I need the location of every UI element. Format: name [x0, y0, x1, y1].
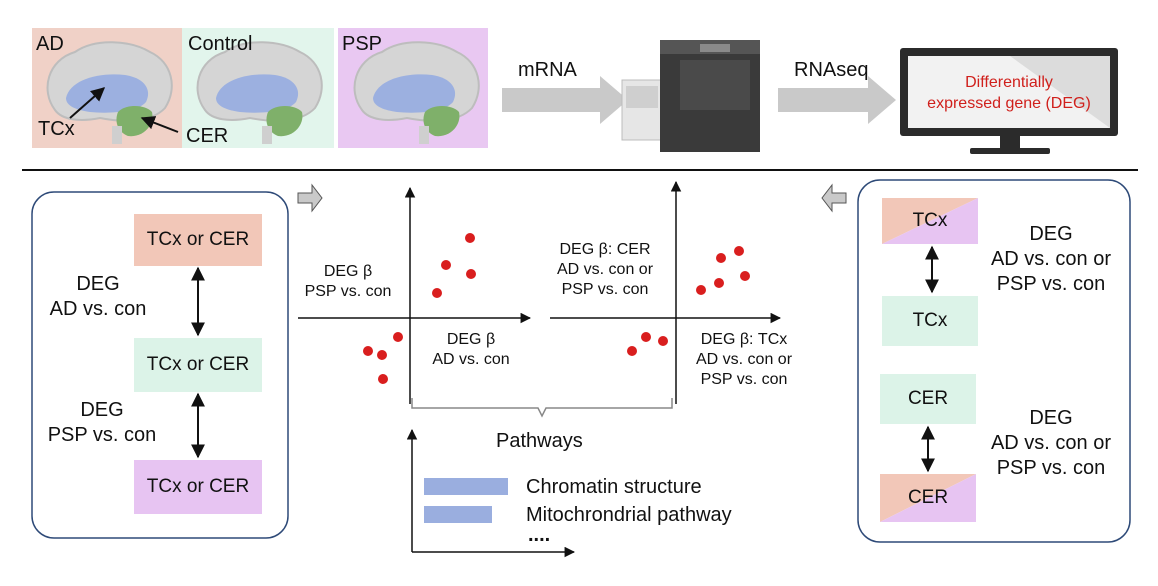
right-box2: TCx [912, 310, 948, 331]
monitor-icon [900, 48, 1118, 154]
monitor-text-line1: Differentially [965, 74, 1053, 91]
right-box3: CER [907, 388, 949, 409]
scatter1-point [393, 332, 403, 342]
scatter2-xlabel-line3: PSP vs. con [700, 371, 788, 388]
left-box-top: TCx or CER [146, 229, 250, 250]
right-deg2-line2: AD vs. con or [990, 432, 1112, 454]
left-box-mid-bg [134, 338, 262, 392]
right-deg2-line3: PSP vs. con [996, 457, 1106, 479]
mrna-arrow [502, 76, 628, 124]
left-box-bot: TCx or CER [146, 476, 250, 497]
right-box3-bg [880, 374, 976, 424]
left-box-mid: TCx or CER [146, 354, 250, 375]
cer-region-label: CER [186, 125, 229, 147]
sequencer-icon [621, 40, 760, 152]
psp-panel-label: PSP [342, 33, 383, 55]
scatter2-ylabel-line3: PSP vs. con [561, 281, 649, 298]
scatter2-xlabel-line2: AD vs. con or [695, 351, 793, 368]
brain-control-icon [196, 41, 323, 144]
control-panel-label: Control [188, 33, 253, 55]
scatter2-xlabel: DEG β: TCx AD vs. con or PSP vs. con [684, 330, 804, 390]
left-deg1: DEG AD vs. con [34, 272, 162, 322]
scatter1-point [377, 350, 387, 360]
scatter1-ylabel-line2: PSP vs. con [304, 283, 392, 300]
pathway-brace [411, 398, 673, 418]
mrna-label: mRNA [518, 59, 577, 81]
left-to-plot-arrow [297, 183, 323, 213]
left-box-bot-bg [134, 460, 262, 514]
pathway-more: .... [528, 524, 551, 546]
left-box-top-bg [134, 214, 262, 266]
pathway-item-chromatin: Chromatin structure [526, 476, 702, 498]
scatter1-point [441, 260, 451, 270]
tcx-pointer-arrow [69, 87, 106, 119]
scatter1-xlabel-line2: AD vs. con [432, 351, 510, 368]
scatter1-ylabel-line1: DEG β [323, 263, 373, 280]
right-to-plot-arrow [821, 183, 847, 213]
right-box4-psp-half [880, 474, 976, 522]
pathway-item-mito: Mitochrondrial pathway [526, 504, 732, 526]
right-box1-psp-half [882, 198, 978, 244]
left-deg1-line1: DEG [76, 273, 120, 295]
left-deg2: DEG PSP vs. con [38, 398, 166, 448]
scatter2-point [658, 336, 668, 346]
pathway-bar-mito [424, 506, 492, 523]
left-deg2-line2: PSP vs. con [47, 424, 157, 446]
right-box2-bg [882, 296, 978, 346]
scatter2-ylabel: DEG β: CER AD vs. con or PSP vs. con [542, 240, 668, 300]
right-deg1-line3: PSP vs. con [996, 273, 1106, 295]
scatter2-point [734, 246, 744, 256]
right-box1: TCx [912, 210, 948, 231]
right-deg1-line2: AD vs. con or [990, 248, 1112, 270]
right-panel-frame [857, 179, 1131, 543]
scatter2-point [740, 271, 750, 281]
scatter1-point [363, 346, 373, 356]
scatter2-ylabel-line1: DEG β: CER [559, 241, 651, 258]
rnaseq-label: RNAseq [794, 59, 869, 81]
scatter2-point [696, 285, 706, 295]
right-deg2-line1: DEG [1029, 407, 1073, 429]
left-panel-frame [31, 191, 289, 539]
scatter2-point [627, 346, 637, 356]
monitor-text-line2: expressed gene (DEG) [927, 95, 1091, 112]
pathway-bar-chromatin [424, 478, 508, 495]
right-deg1-line1: DEG [1029, 223, 1073, 245]
scatter1-point [378, 374, 388, 384]
scatter1-ylabel: DEG β PSP vs. con [288, 262, 408, 302]
left-deg1-line2: AD vs. con [49, 298, 147, 320]
scatter1-xlabel-line1: DEG β [446, 331, 496, 348]
left-deg2-line1: DEG [80, 399, 124, 421]
scatter2-xlabel-line1: DEG β: TCx [700, 331, 788, 348]
scatter2-point [714, 278, 724, 288]
scatter2-point [641, 332, 651, 342]
right-deg1: DEG AD vs. con or PSP vs. con [980, 222, 1122, 297]
pathways-title: Pathways [496, 430, 583, 452]
ad-panel-label: AD [36, 33, 64, 55]
scatter1-point [432, 288, 442, 298]
tcx-region-label: TCx [38, 118, 75, 140]
scatter1-point [466, 269, 476, 279]
cer-pointer-arrow [140, 116, 179, 133]
right-deg2: DEG AD vs. con or PSP vs. con [980, 406, 1122, 481]
scatter2-point [716, 253, 726, 263]
rnaseq-arrow [778, 76, 896, 124]
brain-psp-icon [353, 41, 480, 144]
scatter1-xlabel: DEG β AD vs. con [416, 330, 526, 370]
monitor-text: Differentially expressed gene (DEG) [908, 72, 1110, 114]
scatter1-point [465, 233, 475, 243]
right-box4: CER [907, 487, 949, 508]
scatter2-ylabel-line2: AD vs. con or [556, 261, 654, 278]
